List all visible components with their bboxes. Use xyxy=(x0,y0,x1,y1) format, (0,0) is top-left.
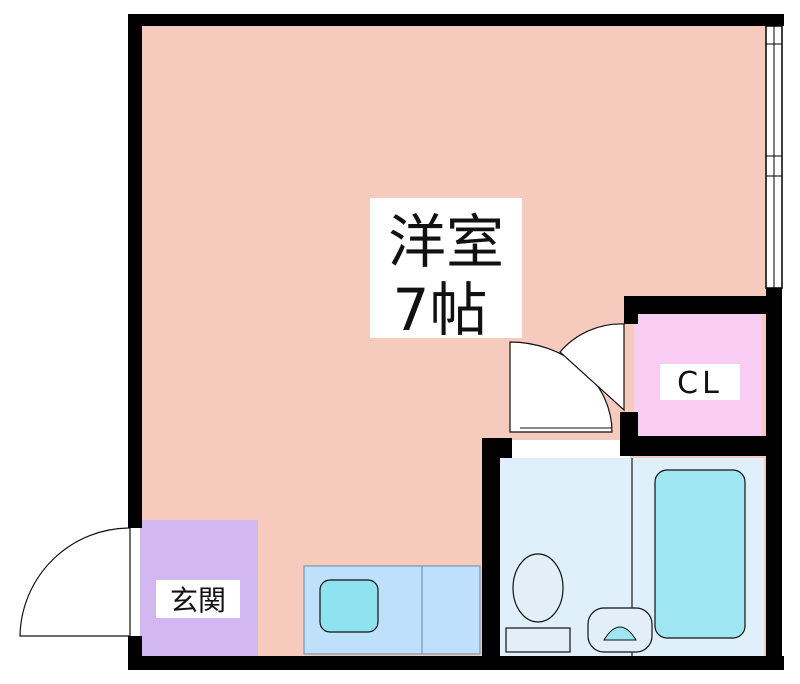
walls xyxy=(128,14,784,670)
western-room-label: 洋室 7帖 xyxy=(370,198,522,344)
entrance-name: 玄関 xyxy=(170,584,226,617)
bathtub-icon xyxy=(654,469,746,639)
window-icon xyxy=(765,25,783,289)
washbasin-icon xyxy=(587,607,653,653)
closet-name: CL xyxy=(677,366,723,401)
hall-floor xyxy=(498,440,630,458)
sink-icon xyxy=(319,579,379,633)
door-swing-icon xyxy=(19,323,625,637)
toilet-icon xyxy=(505,553,571,653)
western-room-name: 洋室 xyxy=(388,208,504,276)
closet-label: CL xyxy=(660,364,740,401)
western-room-size: 7帖 xyxy=(393,276,488,344)
entrance-label: 玄関 xyxy=(156,580,240,618)
kitchen-counter xyxy=(303,565,481,655)
